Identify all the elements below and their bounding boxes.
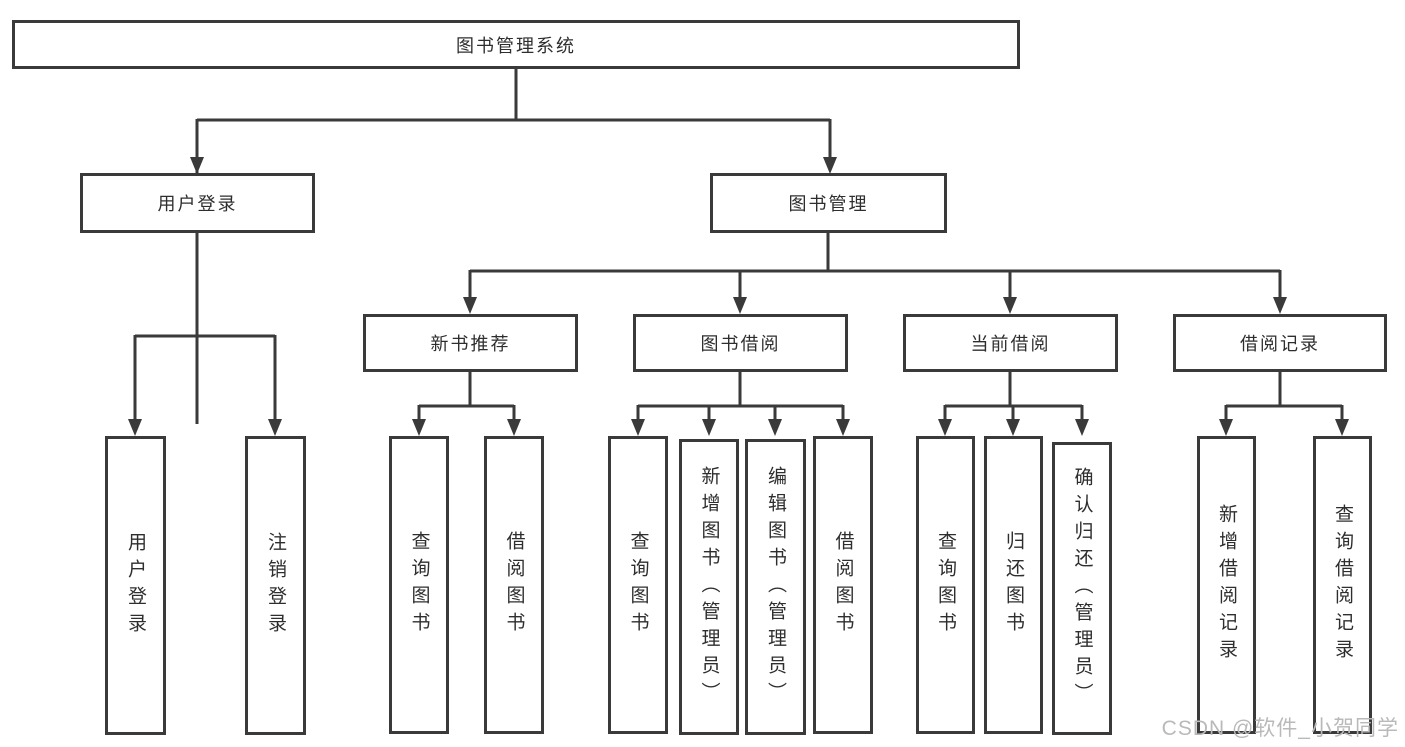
leaf-current-query-books: 查询图书 [916, 436, 975, 734]
leaf-borrow-edit-books-admin-label: 编辑图书（管理员） [765, 465, 786, 709]
node-user-login-label: 用户登录 [157, 194, 238, 214]
leaf-borrow-edit-books-admin: 编辑图书（管理员） [745, 439, 806, 735]
node-book-borrow: 图书借阅 [633, 314, 848, 372]
leaf-user-login: 用户登录 [105, 436, 166, 735]
leaf-current-confirm-return-admin-label: 确认归还（管理员） [1071, 467, 1093, 710]
leaf-borrow-borrow-books-label: 借阅图书 [832, 531, 854, 639]
csdn-watermark: CSDN @软件_小贺同学 [1161, 717, 1399, 740]
leaf-recommend-borrow-books: 借阅图书 [484, 436, 544, 734]
leaf-borrow-query-books-label: 查询图书 [627, 531, 649, 639]
leaf-logout: 注销登录 [245, 436, 306, 735]
leaf-borrow-add-books-admin: 新增图书（管理员） [679, 439, 739, 735]
leaf-recommend-borrow-books-label: 借阅图书 [503, 531, 525, 639]
leaf-recommend-query-books: 查询图书 [389, 436, 449, 734]
leaf-current-query-books-label: 查询图书 [935, 531, 956, 639]
leaf-records-query-record-label: 查询借阅记录 [1332, 504, 1353, 666]
leaf-logout-label: 注销登录 [265, 531, 286, 640]
node-current-borrow: 当前借阅 [903, 314, 1118, 372]
leaf-user-login-label: 用户登录 [125, 531, 146, 640]
leaf-borrow-query-books: 查询图书 [608, 436, 668, 734]
node-root-library-management-system: 图书管理系统 [12, 20, 1020, 69]
leaf-records-query-record: 查询借阅记录 [1313, 436, 1372, 734]
node-new-book-recommend: 新书推荐 [363, 314, 578, 372]
arrowhead-icons [128, 157, 1349, 436]
node-borrow-records-label: 借阅记录 [1240, 334, 1320, 354]
leaf-borrow-borrow-books: 借阅图书 [813, 436, 873, 734]
leaf-borrow-add-books-admin-label: 新增图书（管理员） [698, 465, 720, 709]
node-book-management-label: 图书管理 [788, 194, 869, 214]
node-borrow-records: 借阅记录 [1173, 314, 1387, 372]
leaf-current-confirm-return-admin: 确认归还（管理员） [1052, 442, 1112, 735]
leaf-current-return-books-label: 归还图书 [1003, 531, 1024, 639]
node-root-label: 图书管理系统 [456, 35, 576, 56]
node-book-borrow-label: 图书借阅 [700, 334, 781, 354]
node-new-book-recommend-label: 新书推荐 [430, 334, 511, 354]
node-user-login: 用户登录 [80, 173, 315, 233]
leaf-records-add-record-label: 新增借阅记录 [1216, 504, 1237, 666]
leaf-current-return-books: 归还图书 [984, 436, 1043, 734]
leaf-records-add-record: 新增借阅记录 [1197, 436, 1256, 734]
node-current-borrow-label: 当前借阅 [970, 334, 1051, 354]
leaf-recommend-query-books-label: 查询图书 [408, 531, 430, 639]
node-book-management: 图书管理 [710, 173, 947, 233]
